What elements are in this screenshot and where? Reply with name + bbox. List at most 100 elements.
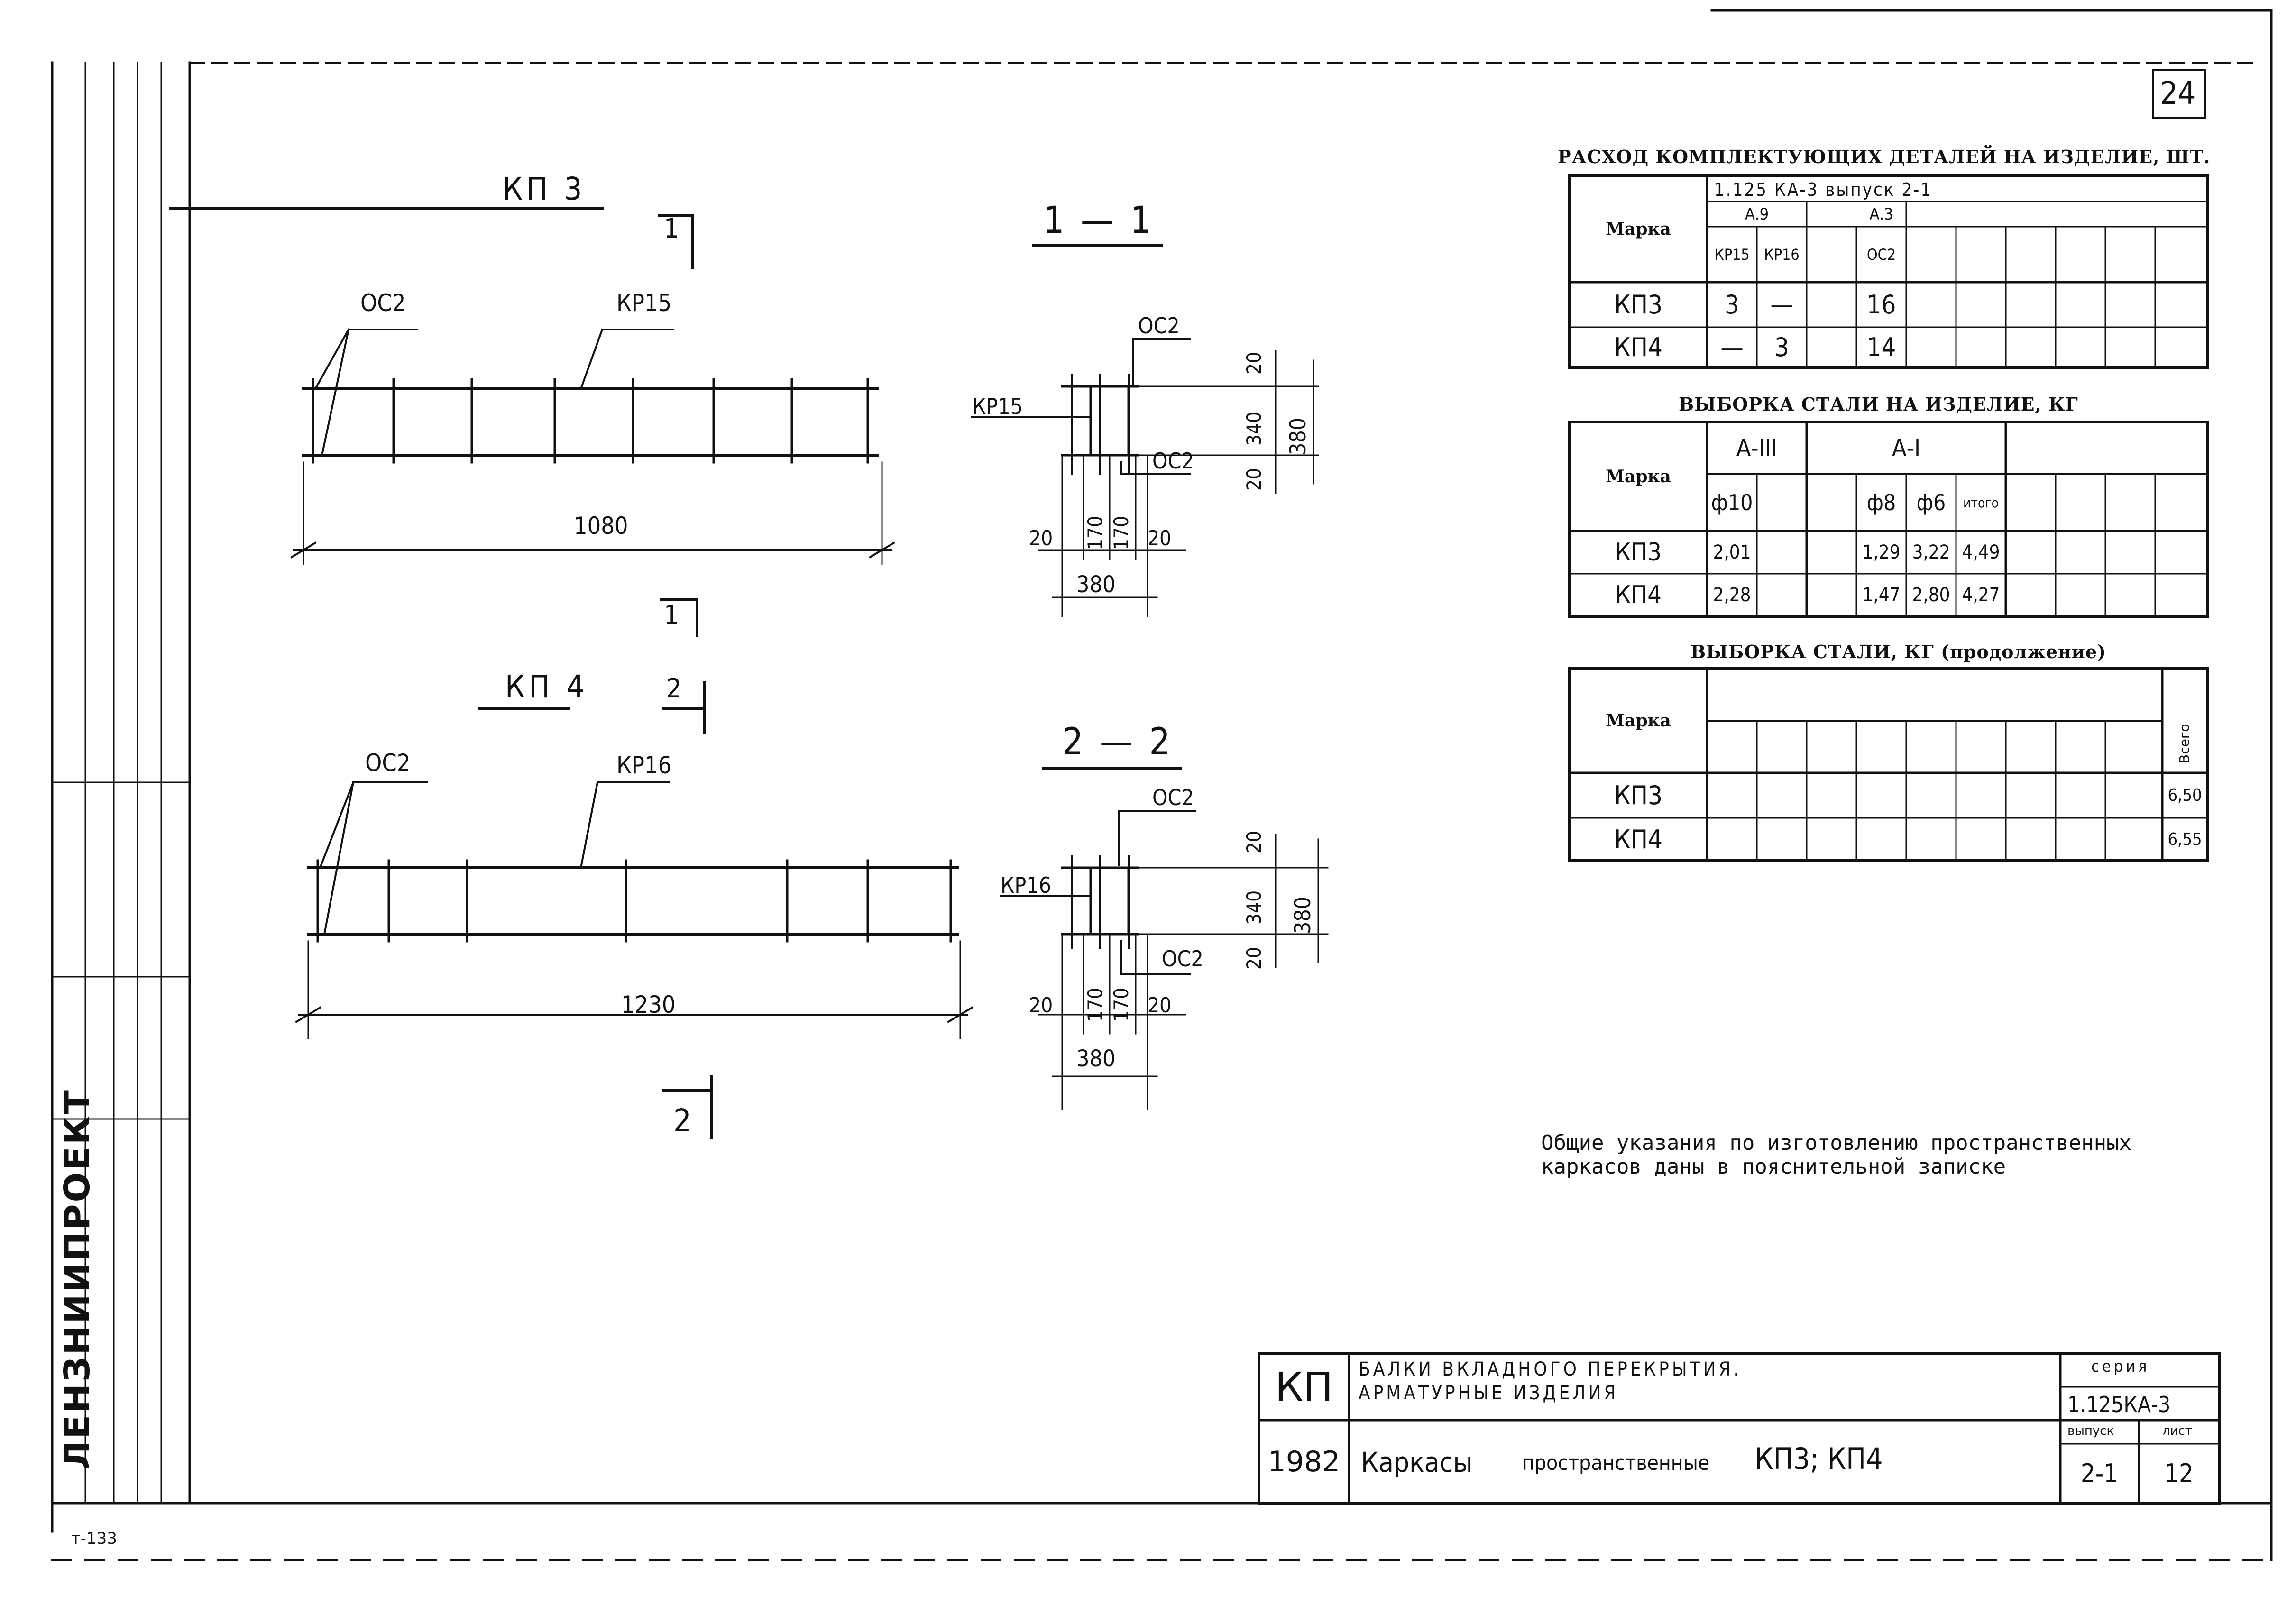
page-number-box [2152,69,2206,119]
table1-row-mark: КП3 [1614,290,1662,320]
table1-cell: 14 [1866,332,1896,362]
kp3-leader [579,328,604,390]
sec1-bar-left [1089,385,1130,457]
sec1-bar-left [1089,385,1130,457]
table2-cell: 3,22 [1912,541,1950,563]
sec1-dim-top: 20 [1242,351,1266,375]
table2-cell [1757,531,1807,574]
kp3-leader [321,328,350,454]
sec1-label-side: КР15 [972,394,1023,419]
kp4-dim-tick [295,1006,321,1023]
sec1-dim-a: 20 [1029,526,1053,551]
sec2-label-top: ОС2 [1152,785,1194,810]
table1-col-header: КР16 [1764,245,1800,264]
table1-header-group2: А.3 [1869,204,1893,224]
title-block-line1: БАЛКИ ВКЛАДНОГО ПЕРЕКРЫТИЯ. [1359,1358,1742,1380]
table1-cell [1807,282,1856,327]
sec2-dim-b: 170 [1084,987,1107,1022]
table3-cell-total: 6,55 [2167,829,2202,849]
title-block-series-value: 1.125КА-3 [2067,1392,2171,1417]
sec2-title: 2 — 2 [1062,721,1174,763]
notes-line1: Общие указания по изготовлению пространс… [1541,1131,2132,1155]
sec2-dim-inner: 340 [1242,890,1266,925]
table2-col-header: итого [1963,495,1999,511]
table2-cell: 1,47 [1862,584,1901,606]
table1-col-mark: Марка [1606,219,1671,239]
kp3-leader [314,328,350,390]
table2-row-mark: КП4 [1615,581,1662,609]
page-number: 24 [2160,75,2196,111]
title-block-line2: АРМАТУРНЫЕ ИЗДЕЛИЯ [1359,1382,1619,1404]
side-stamp-org: ЛЕНЗНИИПРОЕКТ [57,1088,98,1470]
table1-cell: — [1770,290,1793,320]
table3-cell-total: 6,50 [2167,786,2202,805]
sec2-dim-a: 20 [1029,993,1053,1018]
sec1-dim-outer: 380 [1285,418,1311,455]
table2-cell: 2,01 [1713,541,1751,563]
table2-frame [1568,421,2209,618]
kp3-section-marker: 1 [664,213,680,244]
table1-row-mark: КП4 [1614,332,1662,362]
table2-col-header: ф6 [1916,490,1946,515]
table2-col-header: ф8 [1866,490,1896,515]
sec1-dim-b: 170 [1084,515,1107,550]
table2-col-header [1807,474,1856,531]
title-block-sheet-title-c: КП3; КП4 [1754,1441,1883,1476]
sec1-dim-width: 380 [1076,571,1116,598]
sec2-dim-width: 380 [1076,1046,1116,1072]
kp3-label-kr: КР15 [616,289,672,317]
sec1-bar-left [1089,385,1130,457]
table2-group1: А-III [1736,434,1778,462]
table3-row-mark: КП4 [1614,824,1662,854]
table2-cell [1757,574,1807,616]
sec1-label-bottom: ОС2 [1152,448,1194,474]
table3-row-mark: КП3 [1614,780,1662,810]
sec1-dim-c: 170 [1110,515,1133,550]
kp4-section-marker: 2 [666,673,682,704]
title-block-issue-value: 2-1 [2080,1459,2119,1488]
kp3-section-marker-bottom: 1 [664,600,680,631]
table1-col-header: КР15 [1714,245,1750,264]
table2-col-header [1757,474,1807,531]
table2-group2: А-I [1892,434,1921,462]
table1-title: РАСХОД КОМПЛЕКТУЮЩИХ ДЕТАЛЕЙ НА ИЗДЕЛИЕ,… [1558,146,2211,167]
table1-cell [1807,327,1856,367]
sec2-dim-outer: 380 [1290,897,1315,934]
sec1-dim-inner: 340 [1242,411,1266,446]
sec1-dim-bottom: 20 [1242,468,1266,491]
table2-cell [1807,531,1856,574]
title-block-sheet-value: 12 [2164,1459,2194,1488]
sec2-label-bottom: ОС2 [1162,946,1203,972]
title-block-code: КП [1275,1364,1333,1410]
table2-cell: 2,28 [1713,584,1751,606]
sec2-dim-bottom: 20 [1242,946,1266,970]
kp4-title: КП 4 [505,669,588,705]
table2-cell [1807,574,1856,616]
kp4-label-kr: КР16 [616,752,672,779]
table1-header-series: 1.125 КА-3 выпуск 2-1 [1714,179,1933,200]
title-block-frame [1258,1352,2221,1505]
table2-col-mark: Марка [1606,467,1671,486]
title-block-issue-label: выпуск [2067,1424,2114,1438]
table2-cell: 4,27 [1962,584,2000,606]
kp3-label-os2: ОС2 [360,289,406,317]
table1-col-header [1807,227,1856,282]
sec1-title: 1 — 1 [1043,199,1155,242]
table1-col-header: ОС2 [1866,245,1896,264]
title-block-sheet-title-b: пространственные [1522,1451,1710,1475]
table2-row-mark: КП3 [1615,538,1662,567]
table2-cell: 4,49 [1962,541,2000,563]
kp4-leader [579,781,599,869]
sec2-dim-d: 20 [1148,993,1172,1018]
kp4-dim-tick [947,1006,974,1023]
sec2-dim-c: 170 [1110,987,1133,1022]
table1-cell: — [1720,332,1744,362]
kp4-leader [323,781,355,933]
table2-title: ВЫБОРКА СТАЛИ НА ИЗДЕЛИЕ, КГ [1679,394,2078,415]
notes-line2: каркасов даны в пояснительной записке [1541,1155,2006,1179]
table3-col-mark: Марка [1606,711,1671,731]
title-block-sheet-title-a: Каркасы [1361,1446,1473,1478]
title-block-year: 1982 [1267,1445,1341,1478]
title-block-series-label: серия [2091,1357,2150,1376]
